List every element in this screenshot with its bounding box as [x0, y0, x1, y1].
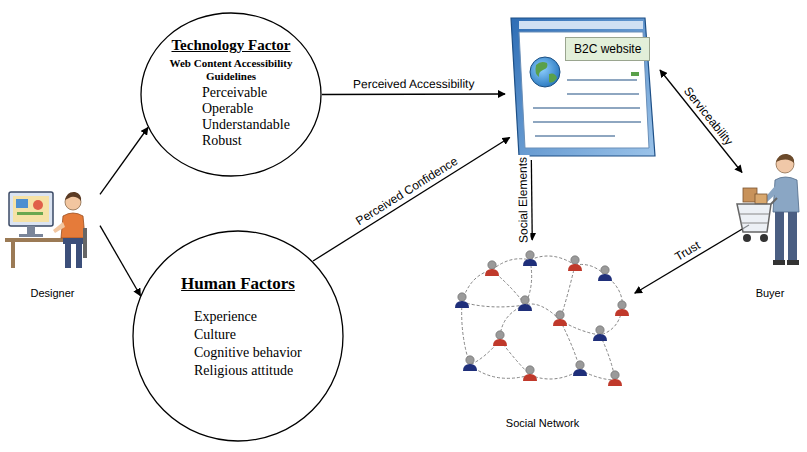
designer-icon [5, 180, 100, 280]
node-title: Social Network [440, 416, 645, 430]
node-title: Designer [5, 286, 100, 300]
edge-label: Perceived Accessibility [351, 77, 476, 91]
edge-label: Social Elements [515, 155, 530, 245]
edge-label: Serviceability [679, 82, 737, 149]
node-title: Buyer [735, 286, 805, 300]
node-text: Religious attitude [194, 362, 293, 380]
edge-label: Perceived Confidence [351, 153, 461, 229]
connector-arrow [322, 93, 505, 95]
node-text: Web Content Accessibility Guidelines [151, 57, 311, 83]
connector-arrow [313, 138, 510, 261]
node-title: Human Factors [181, 274, 295, 294]
technology-factor-circle: Technology FactorWeb Content Accessibili… [140, 12, 322, 177]
node-title: B2C website [565, 37, 650, 61]
connector-arrow [100, 128, 148, 195]
node-text: Robust [202, 133, 242, 149]
node-text: Experience [194, 308, 257, 326]
ellipse-outline [132, 230, 344, 442]
text-column: Technology FactorWeb Content Accessibili… [140, 12, 322, 149]
ellipse-shape [133, 231, 343, 441]
node-text: Operable [202, 101, 253, 117]
buyer-icon [735, 150, 807, 275]
connector-arrow [660, 70, 742, 173]
social-network-graph [440, 240, 645, 405]
social-network-node: Social Network [440, 240, 645, 430]
text-column: Human FactorsExperienceCultureCognitive … [132, 230, 344, 380]
buyer-node: Buyer [735, 150, 805, 300]
website-window [505, 10, 660, 160]
designer-node: Designer [5, 180, 100, 300]
connector-arrow [100, 226, 140, 296]
connector-arrow [531, 160, 533, 240]
node-title: Technology Factor [171, 36, 290, 54]
node-text: Culture [194, 326, 236, 344]
node-text: Perceivable [202, 85, 267, 101]
website-node: B2C website [505, 10, 660, 160]
connector-arrow [635, 225, 749, 293]
node-text: Understandable [202, 117, 290, 133]
node-text: Cognitive behavior [194, 344, 302, 362]
ellipse-shape [141, 13, 321, 176]
edge-label: Trust [670, 237, 704, 265]
human-factors-circle: Human FactorsExperienceCultureCognitive … [132, 230, 344, 442]
